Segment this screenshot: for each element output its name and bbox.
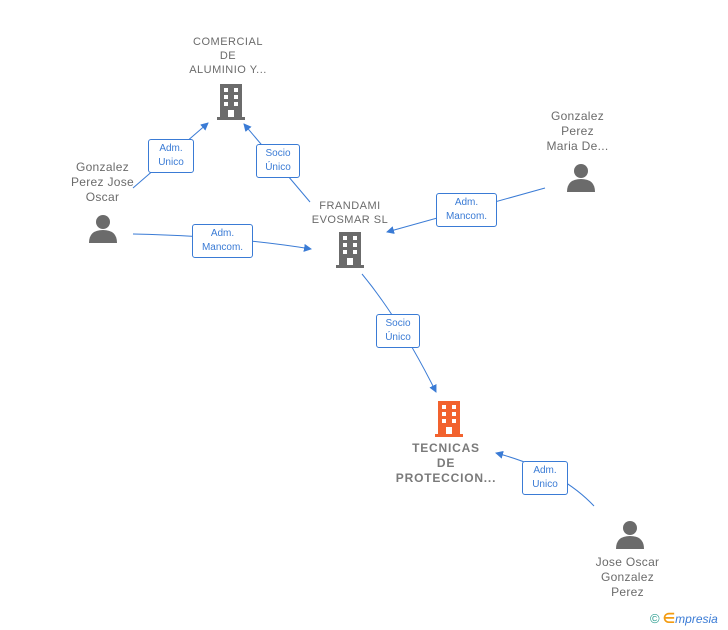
empresia-logo: ©∈mpresia (650, 610, 718, 627)
empresia-e-glyph: ∈ (662, 610, 676, 626)
edge-label-adm-unico: Adm. Unico (148, 139, 194, 173)
node-label-gonzalez-maria[interactable]: Gonzalez Perez Maria De... (546, 109, 609, 153)
edge-label-adm-mancom: Adm. Mancom. (436, 193, 497, 227)
node-label-frandami[interactable]: FRANDAMI EVOSMAR SL (311, 200, 389, 226)
building-icon[interactable] (215, 84, 247, 120)
edge-label-adm-unico: Adm. Unico (522, 461, 568, 495)
person-icon[interactable] (566, 162, 596, 192)
node-label-jose-oscar-gonzalez[interactable]: Jose Oscar Gonzalez Perez (595, 555, 660, 599)
edge-label-socio-unico: Socio Único (256, 144, 300, 178)
edge-label-socio-unico: Socio Único (376, 314, 420, 348)
building-icon[interactable] (334, 232, 366, 268)
copyright-icon: © (650, 611, 660, 626)
empresia-wordmark: mpresia (675, 612, 718, 626)
person-icon[interactable] (615, 519, 645, 549)
building-icon-highlighted[interactable] (433, 401, 465, 437)
person-icon[interactable] (88, 213, 118, 243)
node-label-gonzalez-jose-oscar[interactable]: Gonzalez Perez Jose Oscar (70, 160, 135, 204)
edge-label-adm-mancom: Adm. Mancom. (192, 224, 253, 258)
node-label-tecnicas[interactable]: TECNICAS DE PROTECCION... (395, 441, 497, 485)
node-label-comercial[interactable]: COMERCIAL DE ALUMINIO Y... (189, 36, 267, 76)
